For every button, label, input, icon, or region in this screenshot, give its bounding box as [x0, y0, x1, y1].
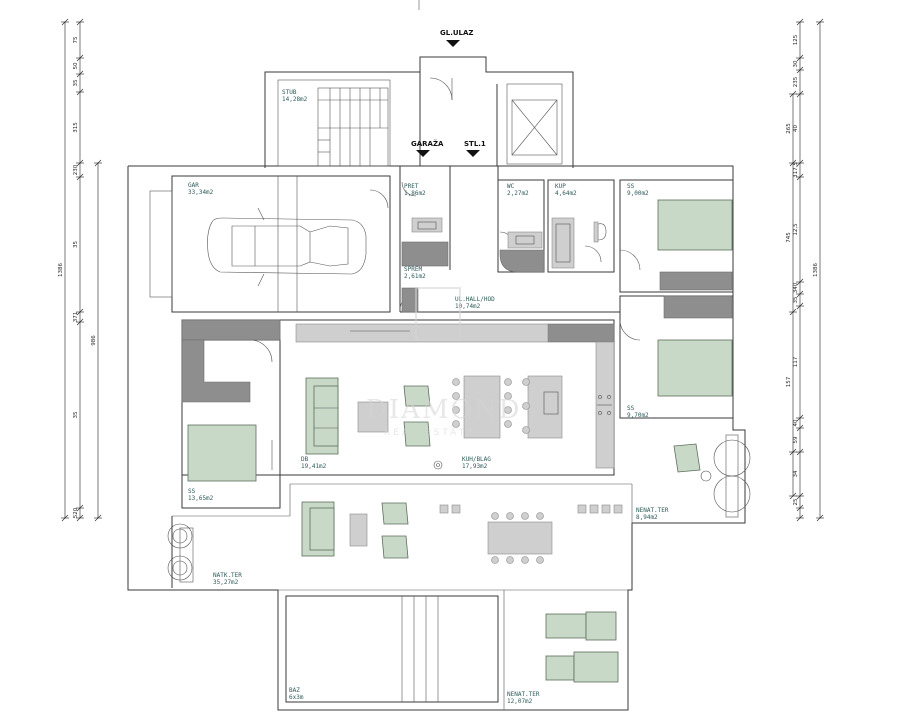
entry-markers: GL.ULAZ GARAŽA STL.1	[411, 0, 486, 157]
dim-right-total-0: 1386	[813, 263, 819, 277]
room-name-wc: WC	[507, 183, 515, 190]
dim-right-inner-7: 35	[793, 296, 799, 303]
room-name-bath: KUP	[555, 183, 566, 190]
dim-left-inner-0: 75	[73, 36, 79, 43]
room-area-covered_terrace: 8,94m2	[636, 514, 658, 521]
garage-marker-label: GARAŽA	[411, 139, 444, 148]
dim-left-inner-5: 35	[73, 241, 79, 248]
beds	[187, 199, 733, 482]
room-area-main_terrace: 35,27m2	[213, 579, 239, 586]
pool	[285, 595, 499, 703]
room-name-bed1: SS	[627, 183, 635, 190]
dimension-chain-left: 75 50 35 315 230 35 371 35 520 986 1386	[58, 18, 102, 522]
main-entrance-arrow-icon	[446, 40, 460, 47]
main-entrance-label: GL.ULAZ	[440, 29, 474, 37]
terrace-furniture	[167, 434, 751, 583]
sun-loungers	[545, 611, 619, 683]
room-area-garage: 33,34m2	[188, 189, 214, 196]
room-name-pool_terrace: NENAT.TER	[507, 691, 540, 698]
dim-right-inner-4: 317,5	[793, 162, 799, 178]
dim-right-group-2: 157	[786, 376, 792, 387]
dim-right-inner-8: 117	[793, 356, 799, 367]
dim-right-group-0: 265	[786, 123, 792, 134]
kitchen	[295, 323, 615, 470]
watermark-subtitle: REAL ESTATE	[384, 428, 476, 438]
dim-right-inner-9: 40	[793, 419, 799, 426]
room-name-storage: SPREM	[404, 266, 422, 273]
room-name-garage: GAR	[188, 182, 199, 189]
room-area-bed1: 9,00m2	[627, 190, 649, 197]
watermark: DIAMOND REAL ESTATE	[366, 287, 521, 438]
garage-arrow-icon	[416, 150, 430, 157]
dim-right-inner-10: 59	[793, 436, 799, 443]
bathroom-fixtures	[401, 217, 607, 313]
dim-left-group-0: 986	[91, 335, 97, 346]
room-area-bath: 4,64m2	[555, 190, 577, 197]
room-area-wc: 2,27m2	[507, 190, 529, 197]
room-name-living: DB	[301, 456, 309, 463]
dim-left-inner-8: 520	[73, 507, 79, 518]
room-area-storage: 2,61m2	[404, 273, 426, 280]
dim-right-inner-12: 25	[793, 498, 799, 505]
dim-right-inner-11: 34	[793, 470, 799, 477]
dim-left-inner-3: 315	[73, 122, 79, 133]
dim-left-inner-6: 371	[73, 312, 79, 323]
outer-walls	[127, 56, 746, 711]
room-name-covered_terrace: NENAT.TER	[636, 507, 669, 514]
watermark-title: DIAMOND	[366, 395, 521, 425]
room-area-entry: 1,86m2	[404, 190, 426, 197]
apartment-arrow-icon	[466, 150, 480, 157]
dim-right-inner-1: 30	[793, 60, 799, 67]
apartment-marker-label: STL.1	[464, 140, 486, 148]
dim-left-inner-7: 35	[73, 411, 79, 418]
dim-right-inner-3: 40	[793, 125, 799, 132]
dim-right-inner-5: 12,5	[793, 223, 799, 236]
dim-right-inner-0: 125	[793, 34, 799, 45]
room-area-kitchen: 17,93m2	[462, 463, 488, 470]
room-area-pool_terrace: 12,07m2	[507, 698, 533, 705]
dim-right-group-1: 745	[786, 232, 792, 243]
dim-left-inner-4: 230	[73, 164, 79, 175]
dim-right-inner-6: 340	[793, 282, 799, 293]
room-area-stairs: 14,28m2	[282, 96, 308, 103]
dim-left-inner-1: 50	[73, 62, 79, 69]
dim-left-inner-2: 35	[73, 79, 79, 86]
room-name-entry: PRET	[404, 183, 419, 190]
room-name-pool: BAZ	[289, 687, 300, 694]
car-icon	[207, 207, 367, 287]
room-area-hall: 10,74m2	[455, 303, 481, 310]
room-name-main_terrace: NATK.TER	[213, 572, 242, 579]
living-furniture	[181, 319, 431, 455]
room-name-bed2: SS	[627, 405, 635, 412]
room-labels: STUB14,28m2GAR33,34m2PRET1,86m2WC2,27m2K…	[188, 89, 669, 705]
room-area-living: 19,41m2	[301, 463, 327, 470]
room-name-hall: UL.HALL/HOD	[455, 296, 495, 303]
room-name-bed3: SS	[188, 488, 196, 495]
room-area-bed3: 13,65m2	[188, 495, 214, 502]
dim-left-total-0: 1386	[58, 263, 64, 277]
doors	[249, 77, 641, 363]
room-area-pool: 6x3m	[289, 694, 304, 701]
room-name-kitchen: KUH/BLAG	[462, 456, 491, 463]
room-area-bed2: 9,70m2	[627, 412, 649, 419]
dim-right-inner-2: 235	[793, 76, 799, 87]
stairs	[317, 87, 389, 167]
dimension-chain-right: 125 30 235 40 317,5 12,5 340 35 117 40 59 34 25 265 74…	[786, 18, 824, 522]
room-name-stairs: STUB	[282, 89, 297, 96]
